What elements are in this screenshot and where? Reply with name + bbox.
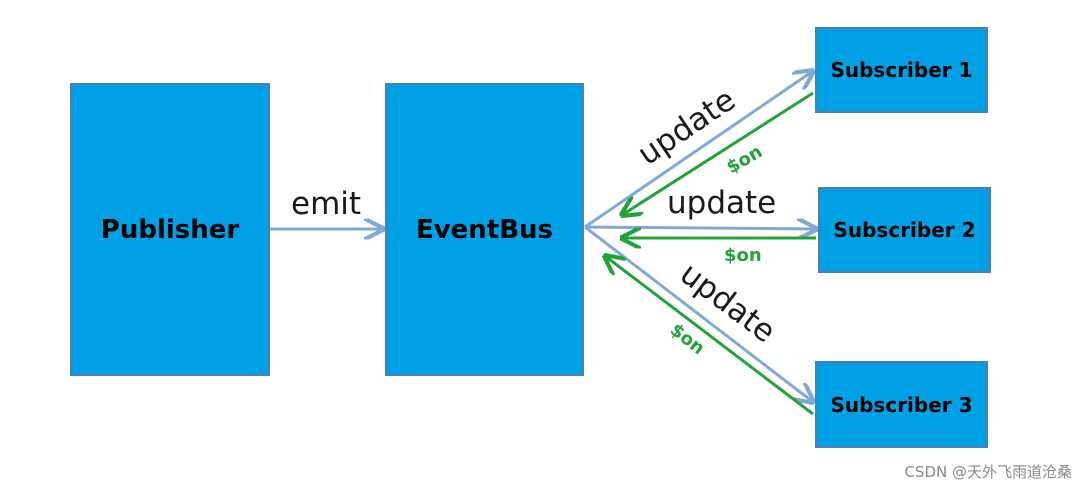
update-arrow-3	[584, 225, 813, 402]
watermark: CSDN @天外飞雨道沧桑	[904, 463, 1072, 481]
subscriber-1-node: Subscriber 1	[815, 27, 988, 113]
on-label-2: $on	[724, 245, 762, 266]
on-arrow-3	[605, 256, 814, 416]
subscriber-3-label: Subscriber 3	[830, 392, 973, 417]
subscriber-2-node: Subscriber 2	[818, 187, 991, 273]
subscriber-2-label: Subscriber 2	[833, 218, 976, 242]
subscriber-3-node: Subscriber 3	[815, 361, 988, 448]
update-label-2: update	[667, 185, 776, 221]
emit-label: emit	[291, 186, 361, 222]
publisher-node: Publisher	[70, 83, 270, 376]
on-label-3: $on	[666, 319, 709, 359]
subscriber-1-label: Subscriber 1	[830, 58, 973, 82]
eventbus-label: EventBus	[415, 214, 554, 245]
update-arrow-2	[584, 227, 816, 229]
on-arrow-1	[622, 91, 814, 215]
publisher-label: Publisher	[100, 214, 240, 245]
eventbus-node: EventBus	[385, 83, 584, 376]
